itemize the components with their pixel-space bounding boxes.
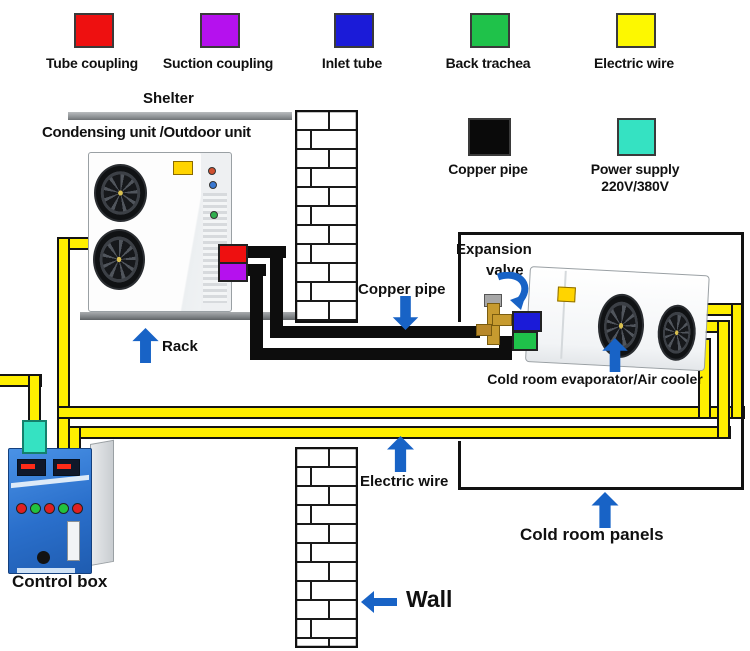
legend-swatch-electric-wire — [616, 13, 656, 48]
indicator-led-icon — [58, 503, 69, 514]
wall-label: Wall — [406, 586, 453, 612]
cold-room-box-right — [741, 232, 744, 490]
legend-swatch-inlet-tube — [334, 13, 374, 48]
valve-arm — [476, 324, 492, 336]
cold-room-panels-label: Cold room panels — [520, 525, 664, 544]
power-supply-line2: 220V/380V — [601, 178, 669, 194]
control-box-stripe — [11, 474, 89, 489]
legend-swatch-suction-coupling — [200, 13, 240, 48]
legend-label-copper-pipe: Copper pipe — [448, 161, 528, 177]
legend-label-power-supply: Power supply 220V/380V — [565, 161, 705, 195]
copper-pipe-arrow-down-icon — [392, 296, 419, 330]
gauge-dot-icon — [210, 211, 218, 219]
control-box-side — [90, 439, 114, 566]
indicator-led-icon — [44, 503, 55, 514]
evaporator-label: Cold room evaporator/Air cooler — [487, 371, 703, 387]
back-trachea-coupling-green — [512, 331, 538, 351]
copper-pipe-segment — [499, 336, 512, 360]
electric-wire-segment — [717, 320, 730, 439]
copper-pipe-label: Copper pipe — [358, 281, 446, 298]
legend-swatch-power-supply — [617, 118, 656, 156]
condensing-unit — [88, 152, 232, 312]
condensing-unit-label: Condensing unit /Outdoor unit — [42, 124, 251, 141]
electric-wire-segment — [57, 237, 70, 453]
rack-label: Rack — [162, 338, 198, 355]
evaporator-seam — [560, 270, 567, 359]
legend-swatch-copper-pipe — [468, 118, 511, 156]
legend-swatch-tube-coupling — [74, 13, 114, 48]
cold-room-panels-arrow-up-icon — [591, 492, 619, 528]
wall-arrow-left-icon — [360, 591, 398, 613]
brand-badge-icon — [557, 286, 576, 303]
expansion-valve — [476, 294, 512, 346]
control-box-nameplate — [17, 568, 75, 573]
shelter-label: Shelter — [143, 90, 194, 107]
expansion-valve-curved-arrow-icon — [490, 272, 534, 310]
cold-room-box-top — [458, 232, 744, 235]
rack-arrow-up-icon — [132, 328, 159, 363]
legend-label-inlet-tube: Inlet tube — [321, 55, 383, 71]
legend-label-back-trachea: Back trachea — [445, 55, 531, 71]
shelter-bar — [68, 112, 292, 120]
control-box — [8, 439, 114, 574]
electric-wire-label: Electric wire — [360, 473, 449, 490]
suction-coupling-purple — [218, 262, 248, 282]
legend-label-electric-wire: Electric wire — [594, 55, 674, 71]
copper-pipe-segment — [250, 348, 512, 360]
gauge-dot-icon — [209, 181, 217, 189]
temperature-display — [17, 459, 46, 476]
brand-badge-icon — [173, 161, 193, 175]
tube-coupling-red — [218, 244, 248, 264]
gauge-dot-icon — [208, 167, 216, 175]
indicator-led-icon — [30, 503, 41, 514]
control-box-knob-icon — [37, 551, 50, 564]
power-supply-connector — [22, 420, 47, 454]
expansion-valve-label-line1: Expansion — [456, 241, 532, 258]
cold-room-box-left-upper — [458, 232, 461, 322]
temperature-display — [53, 459, 80, 476]
condenser-fan-icon — [94, 164, 147, 222]
evaporator-arrow-up-icon — [601, 338, 629, 372]
electric-wire-segment — [57, 406, 745, 419]
legend-swatch-back-trachea — [470, 13, 510, 48]
wall-upper — [294, 109, 359, 328]
legend-label-suction-coupling: Suction coupling — [162, 55, 274, 71]
control-box-slot — [67, 521, 80, 561]
copper-pipe-segment — [250, 264, 263, 360]
power-supply-line1: Power supply — [590, 161, 680, 177]
control-box-label: Control box — [12, 572, 108, 591]
condenser-fan-icon — [93, 229, 145, 290]
legend-label-tube-coupling: Tube coupling — [45, 55, 139, 71]
cold-room-box-left-lower — [458, 441, 461, 490]
electric-wire-arrow-up-icon — [387, 436, 414, 472]
inlet-tube-coupling-blue — [512, 311, 542, 332]
valve-arm — [492, 314, 512, 326]
control-box-front — [8, 448, 92, 574]
cold-room-box-bottom — [458, 487, 744, 490]
wall-lower — [294, 446, 359, 651]
evaporator-fan-icon — [656, 303, 698, 362]
copper-pipe-segment — [270, 246, 283, 338]
rack-bar — [80, 312, 300, 320]
copper-pipe-segment — [270, 326, 480, 338]
indicator-led-icon — [72, 503, 83, 514]
indicator-led-icon — [16, 503, 27, 514]
